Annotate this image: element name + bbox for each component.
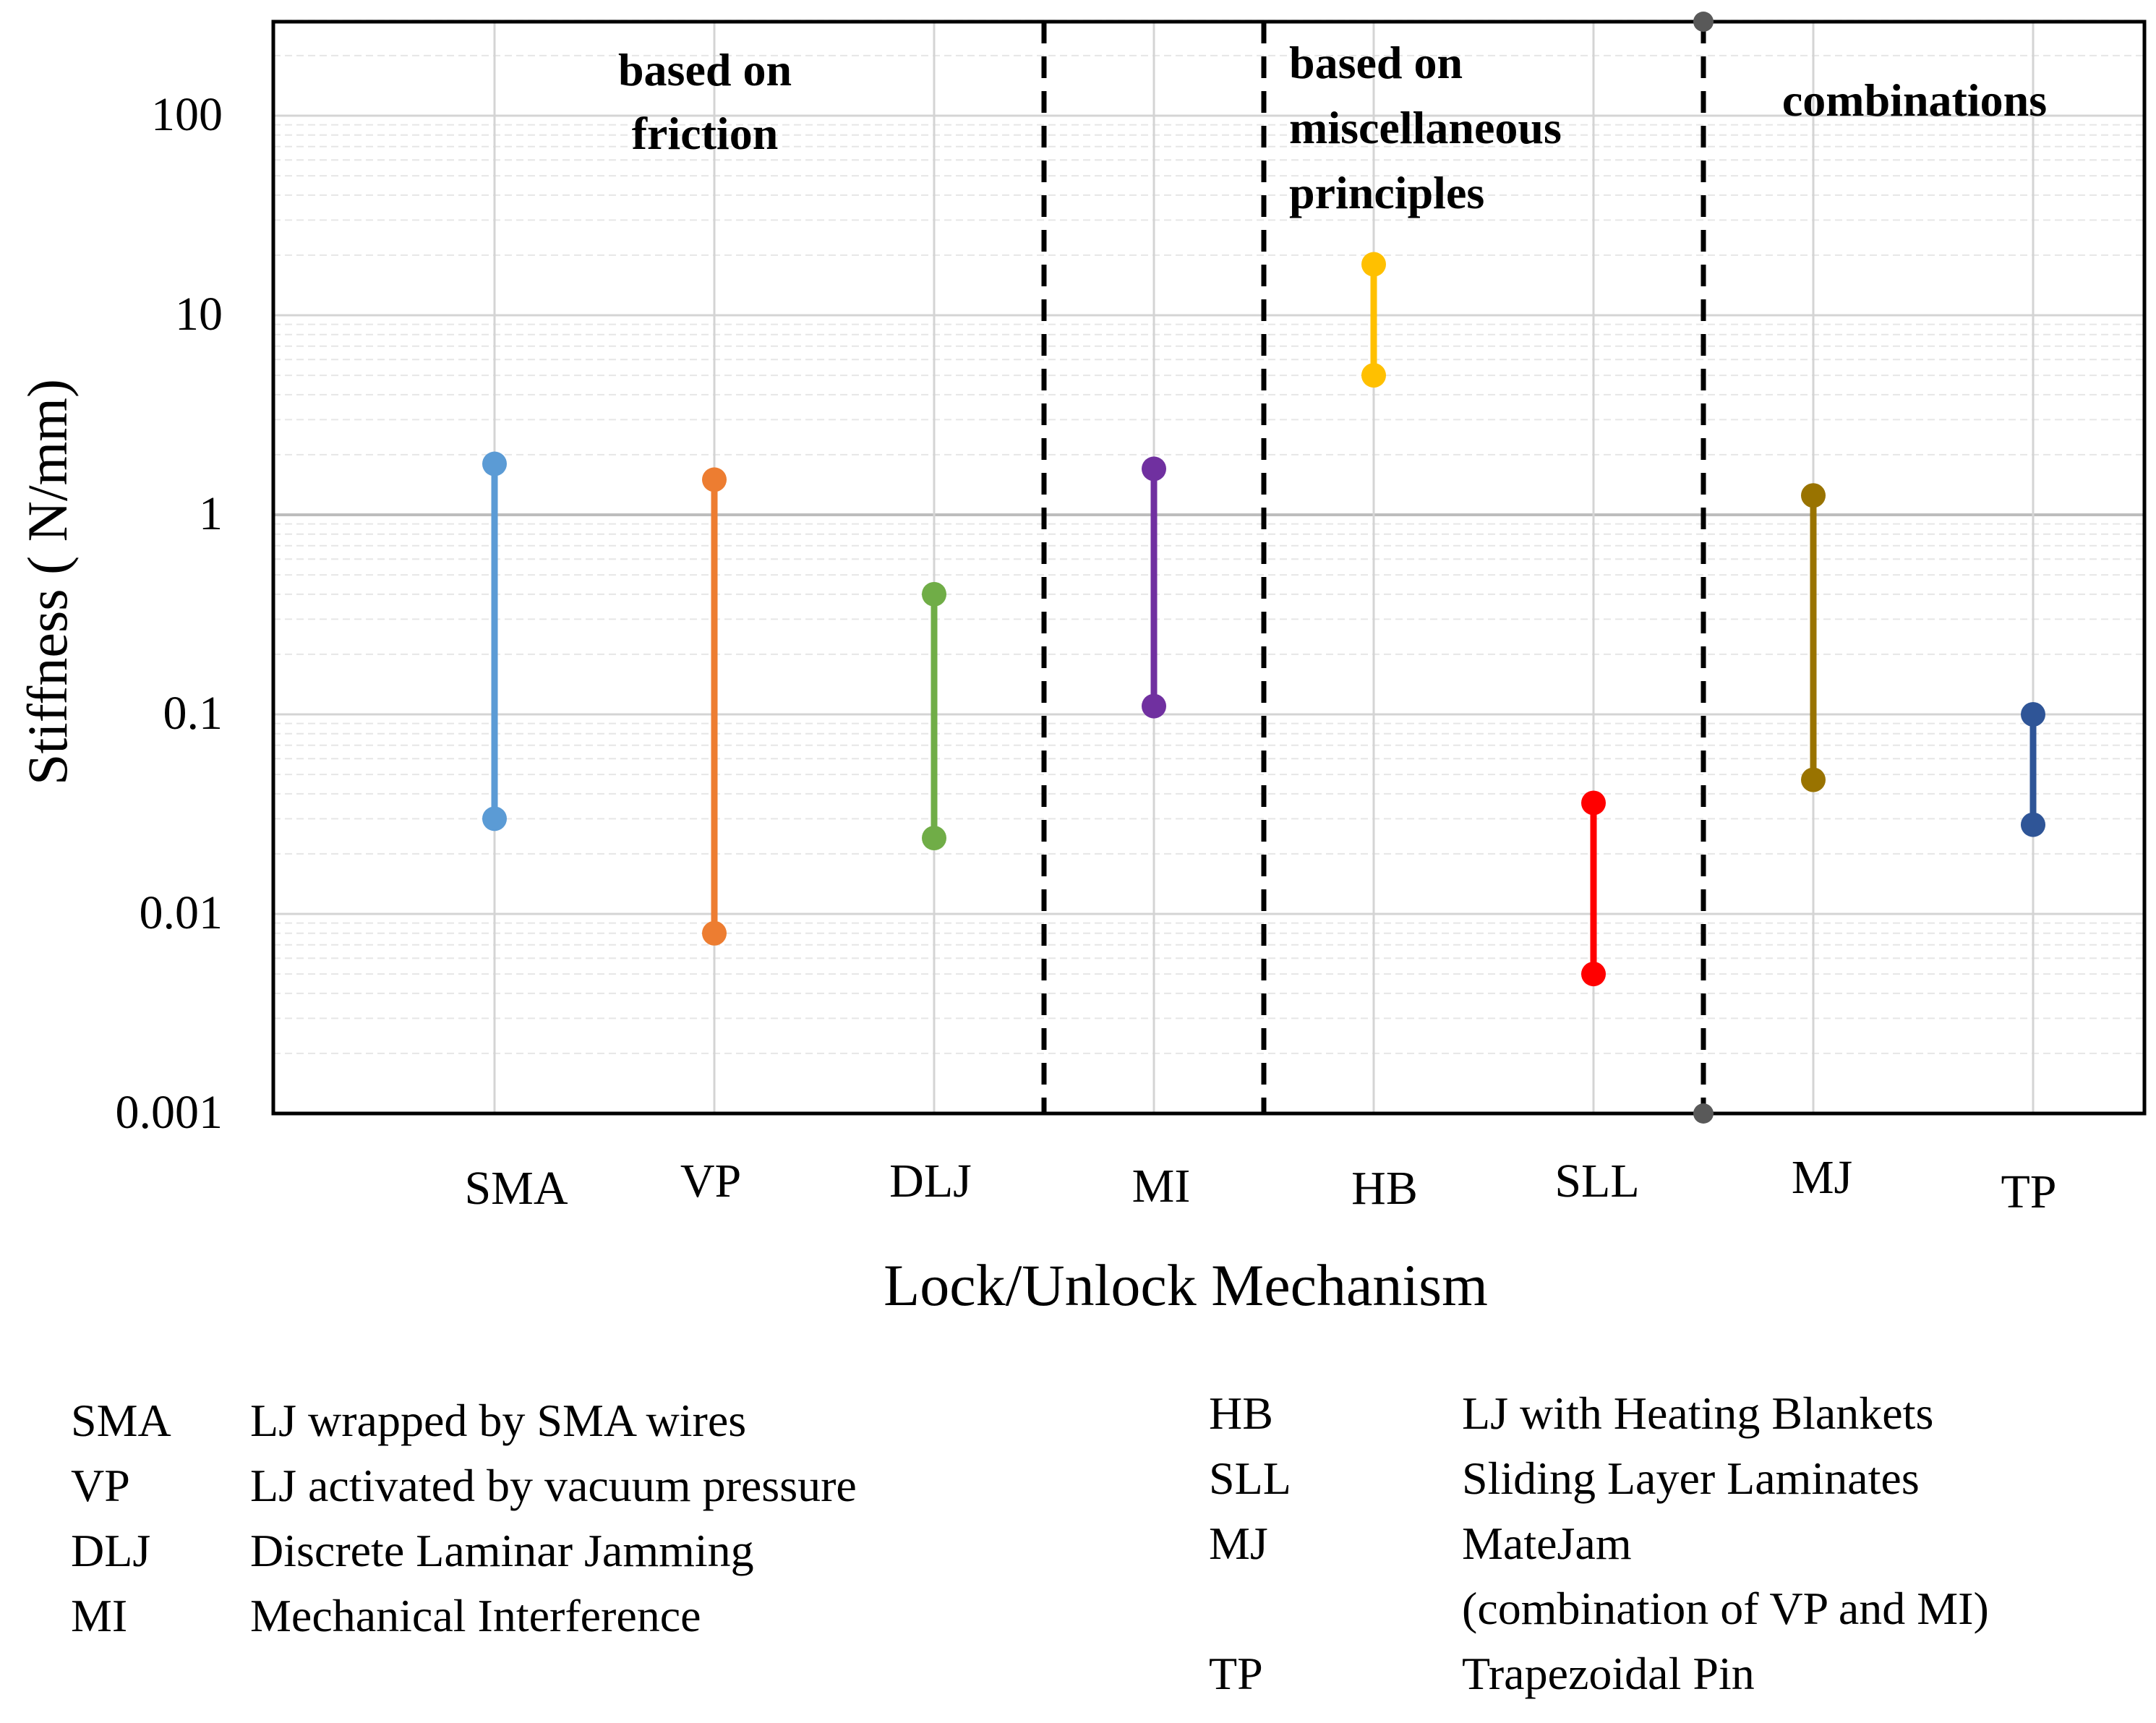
- y-tick-label: 0.001: [116, 1086, 223, 1139]
- x-tick-label: MJ: [1792, 1151, 1852, 1204]
- legend-description: Mechanical Interference: [250, 1590, 701, 1641]
- x-axis-title: Lock/Unlock Mechanism: [884, 1252, 1488, 1318]
- y-tick-label: 100: [151, 88, 223, 141]
- range-high-point-mi: [1142, 456, 1166, 482]
- group-labels: based on friction based on miscellaneous pri…: [618, 37, 2047, 218]
- y-tick-label: 1: [199, 487, 223, 540]
- legend-row: TP Trapezoidal Pin: [1209, 1641, 2149, 1706]
- stiffness-range-chart: 0.001 0.01 0.1 1 10 100 SMA VP DLJ MI HB SLL MJ TP b…: [16, 12, 2147, 1318]
- group-label-line: combinations: [1782, 74, 2047, 126]
- legend-description: LJ wrapped by SMA wires: [250, 1395, 747, 1446]
- group-label-line: miscellaneous: [1289, 102, 1562, 153]
- y-tick-label: 0.01: [140, 886, 223, 939]
- range-low-point-tp: [2021, 812, 2045, 837]
- x-tick-labels: SMA VP DLJ MI HB SLL MJ TP: [464, 1151, 2056, 1218]
- legend-row: HB LJ with Heating Blankets: [1209, 1381, 2149, 1446]
- range-high-point-tp: [2021, 702, 2045, 727]
- range-high-point-sll: [1581, 790, 1606, 816]
- range-low-point-vp: [702, 920, 727, 946]
- range-low-point-hb: [1361, 363, 1386, 388]
- range-low-point-sll: [1581, 962, 1606, 987]
- group-label-line: based on: [618, 44, 792, 95]
- range-low-point-mi: [1142, 693, 1166, 719]
- x-tick-label: MI: [1132, 1160, 1191, 1213]
- legend-row: DLJ Discrete Laminar Jamming: [71, 1518, 1083, 1583]
- range-series: [482, 252, 2045, 987]
- x-tick-label: DLJ: [889, 1155, 972, 1207]
- legend-row: SMA LJ wrapped by SMA wires: [71, 1388, 1083, 1453]
- legend-description: (combination of VP and MI): [1462, 1583, 1989, 1634]
- divider-end-marker: [1693, 1103, 1714, 1124]
- x-tick-label: HB: [1351, 1162, 1418, 1215]
- legend-abbreviation: MJ: [1209, 1518, 1268, 1569]
- y-tick-label: 10: [175, 288, 223, 341]
- legend-abbreviation: VP: [71, 1460, 130, 1511]
- legend-description: Sliding Layer Laminates: [1462, 1453, 1920, 1504]
- legend-row: SLL Sliding Layer Laminates: [1209, 1446, 2149, 1511]
- legend-description: Trapezoidal Pin: [1462, 1648, 1755, 1699]
- y-tick-label: 0.1: [163, 687, 223, 740]
- legend-abbreviation: SLL: [1209, 1453, 1291, 1504]
- legend-abbreviation: MI: [71, 1590, 128, 1641]
- legend-description: LJ activated by vacuum pressure: [250, 1460, 857, 1511]
- group-label-line: principles: [1289, 167, 1484, 218]
- x-tick-label: VP: [680, 1155, 741, 1207]
- minor-gridlines: [273, 20, 2144, 1054]
- plot-area-border: [271, 20, 2147, 1116]
- category-gridlines: [493, 22, 2035, 1113]
- range-high-point-hb: [1361, 252, 1386, 277]
- legend-abbreviation: SMA: [71, 1395, 171, 1446]
- legend-row: MJ MateJam: [1209, 1511, 2149, 1576]
- range-high-point-dlj: [922, 581, 946, 607]
- legend-description: LJ with Heating Blankets: [1462, 1388, 1934, 1439]
- legend-abbreviation: HB: [1209, 1388, 1273, 1439]
- range-high-point-sma: [482, 451, 507, 476]
- range-low-point-sma: [482, 806, 507, 831]
- legend-row: MI Mechanical Interference: [71, 1583, 1083, 1649]
- y-tick-labels: 0.001 0.01 0.1 1 10 100: [116, 88, 223, 1139]
- group-label-line: based on: [1289, 37, 1463, 88]
- range-low-point-dlj: [922, 826, 946, 851]
- legend-row: VP LJ activated by vacuum pressure: [71, 1453, 1083, 1518]
- legend-abbreviation: TP: [1209, 1648, 1263, 1699]
- legend-abbreviation: DLJ: [71, 1525, 151, 1576]
- divider-end-marker: [1693, 12, 1714, 32]
- x-tick-label: SLL: [1554, 1155, 1639, 1207]
- legend-row: (combination of VP and MI): [1209, 1576, 2149, 1641]
- range-low-point-mj: [1801, 767, 1826, 792]
- x-tick-label: TP: [2001, 1166, 2056, 1218]
- x-tick-label: SMA: [464, 1162, 568, 1215]
- y-axis-title: Stiffness ( N/mm): [16, 379, 79, 785]
- group-dividers: [1041, 12, 1714, 1124]
- range-high-point-vp: [702, 467, 727, 492]
- major-gridlines: [273, 114, 2144, 1115]
- legend-description: Discrete Laminar Jamming: [250, 1525, 754, 1576]
- range-high-point-mj: [1801, 483, 1826, 508]
- legend-description: MateJam: [1462, 1518, 1632, 1569]
- group-label-line: friction: [632, 108, 779, 159]
